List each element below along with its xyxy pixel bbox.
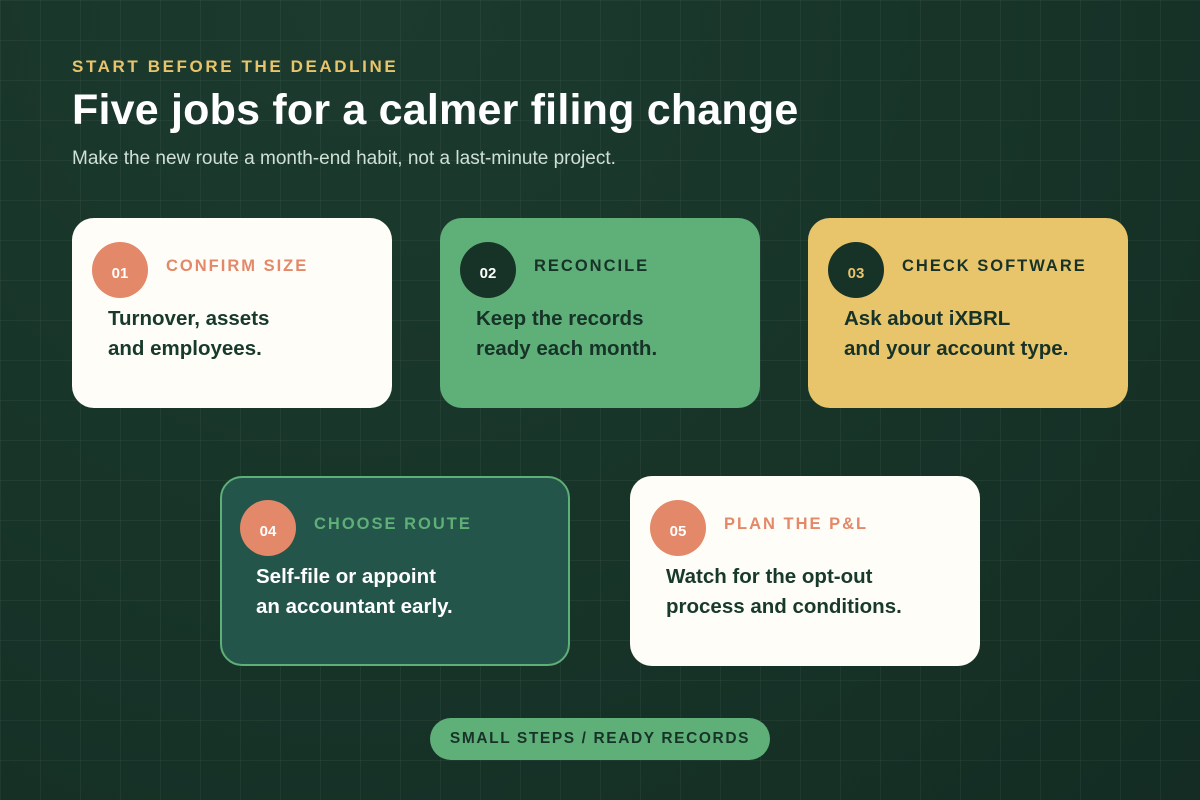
step-label: CHECK SOFTWARE <box>902 257 1087 275</box>
step-label: RECONCILE <box>534 257 650 275</box>
step-card-check-software: 03 CHECK SOFTWARE Ask about iXBRL and yo… <box>808 218 1128 408</box>
step-description: Ask about iXBRL and your account type. <box>844 307 1069 360</box>
step-card-confirm-size: 01 CONFIRM SIZE Turnover, assets and emp… <box>72 218 392 408</box>
step-description: Turnover, assets and employees. <box>108 307 270 360</box>
step-card-reconcile: 02 RECONCILE Keep the records ready each… <box>440 218 760 408</box>
step-description: Keep the records ready each month. <box>476 307 658 360</box>
page-title: Five jobs for a calmer filing change <box>72 86 799 134</box>
footer-tagline-pill: SMALL STEPS / READY RECORDS <box>430 718 770 760</box>
step-description: Self-file or appoint an accountant early… <box>256 565 453 618</box>
step-label: CHOOSE ROUTE <box>314 515 472 533</box>
step-label: CONFIRM SIZE <box>166 257 309 275</box>
step-card-choose-route: 04 CHOOSE ROUTE Self-file or appoint an … <box>220 476 570 666</box>
step-number-badge: 04 <box>240 500 296 556</box>
page-subtitle: Make the new route a month-end habit, no… <box>72 148 616 169</box>
step-label: PLAN THE P&L <box>724 515 869 533</box>
step-number-badge: 02 <box>460 242 516 298</box>
eyebrow-text: START BEFORE THE DEADLINE <box>72 57 399 76</box>
step-description: Watch for the opt-out process and condit… <box>666 565 902 618</box>
step-card-plan-pl: 05 PLAN THE P&L Watch for the opt-out pr… <box>630 476 980 666</box>
step-number-badge: 03 <box>828 242 884 298</box>
step-number-badge: 01 <box>92 242 148 298</box>
step-number-badge: 05 <box>650 500 706 556</box>
